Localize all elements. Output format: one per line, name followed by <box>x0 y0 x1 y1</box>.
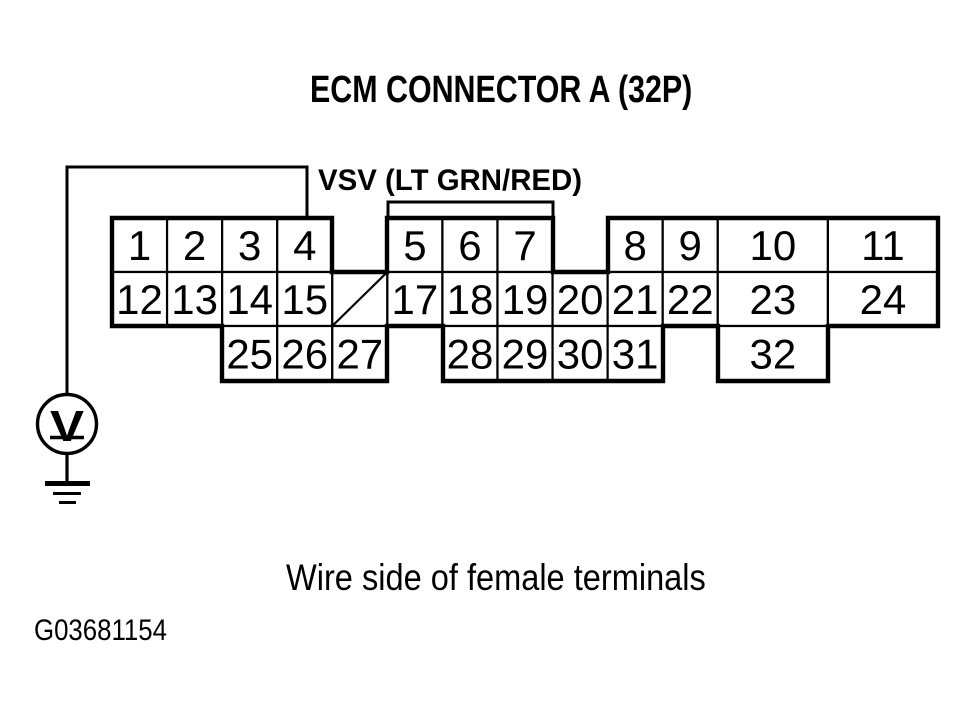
pin-number-10: 10 <box>749 222 796 269</box>
pin-number-18: 18 <box>447 276 494 323</box>
pin-cell-30 <box>551 324 609 383</box>
probe-wire <box>65 165 309 394</box>
pin-number-7: 7 <box>513 222 536 269</box>
pin-number-1: 1 <box>128 222 151 269</box>
pin-number-19: 19 <box>502 276 549 323</box>
pin-number-25: 25 <box>226 331 273 378</box>
pin-number-27: 27 <box>336 331 383 378</box>
pin-number-22: 22 <box>667 276 714 323</box>
pin-number-23: 23 <box>749 276 796 323</box>
pin-number-6: 6 <box>458 222 481 269</box>
pin-cell-29 <box>496 324 554 383</box>
pin-number-14: 14 <box>226 276 273 323</box>
pin-number-26: 26 <box>281 331 328 378</box>
pin-cell-25 <box>221 324 279 383</box>
pin-cell-27 <box>331 324 389 383</box>
figure-id: G03681154 <box>34 614 167 647</box>
pin-number-5: 5 <box>403 222 426 269</box>
connector-outline <box>109 215 941 384</box>
pin-number-20: 20 <box>557 276 604 323</box>
pin-cell-21 <box>606 270 664 328</box>
pin-cell-10 <box>716 216 830 274</box>
pin-number-9: 9 <box>679 222 702 269</box>
pin-number-2: 2 <box>183 222 206 269</box>
pin-number-3: 3 <box>238 222 261 269</box>
pin-cell-24 <box>826 270 940 328</box>
view-caption: Wire side of female terminals <box>286 557 706 598</box>
pin-number-17: 17 <box>392 276 439 323</box>
pin-number-28: 28 <box>447 331 494 378</box>
pin-number-15: 15 <box>281 276 328 323</box>
pin-number-13: 13 <box>171 276 218 323</box>
pin-number-24: 24 <box>860 276 907 323</box>
voltmeter-icon: V <box>35 392 99 456</box>
pin-number-29: 29 <box>502 331 549 378</box>
blank-pin-slash <box>331 271 389 327</box>
ground-icon <box>45 453 90 504</box>
voltmeter-symbol: V <box>50 402 85 451</box>
pin-number-32: 32 <box>749 331 796 378</box>
pin-number-12: 12 <box>116 276 163 323</box>
pin-cell-20 <box>551 270 609 328</box>
pin-number-31: 31 <box>612 331 659 378</box>
pin-number-11: 11 <box>861 222 905 269</box>
pin-number-4: 4 <box>293 222 316 269</box>
pin-number-8: 8 <box>623 222 646 269</box>
wire-color-label: VSV (LT GRN/RED) <box>318 164 583 197</box>
pin-cell-13 <box>165 270 224 328</box>
page-title: ECM CONNECTOR A (32P) <box>310 69 693 111</box>
pin-number-21: 21 <box>612 276 659 323</box>
pin-number-30: 30 <box>557 331 604 378</box>
